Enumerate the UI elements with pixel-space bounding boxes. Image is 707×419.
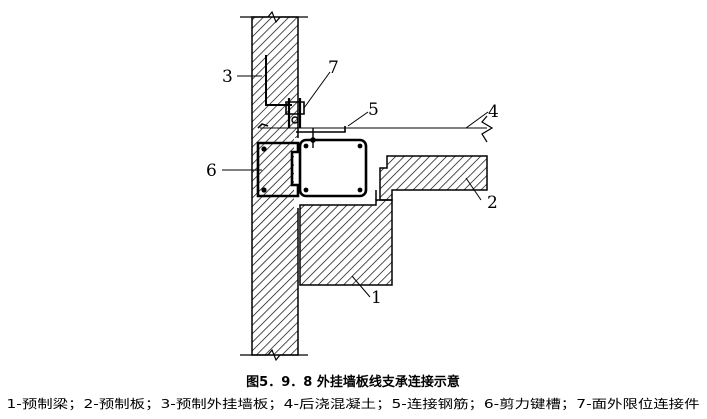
leader-lines (222, 71, 489, 298)
callout-3: 3 (222, 67, 233, 87)
callout-1: 1 (371, 288, 382, 308)
precast-slab (379, 155, 488, 201)
callout-2: 2 (487, 193, 498, 213)
precast-beam (299, 190, 393, 286)
callout-7: 7 (328, 58, 339, 78)
out-of-plane-connector (285, 98, 316, 148)
callout-4: 4 (488, 102, 499, 122)
figure-caption-title: 图5．9．8 外挂墙板线支承连接示意 (246, 374, 460, 390)
callout-6: 6 (206, 161, 217, 181)
figure-caption-legend: 1-预制梁；2-预制板；3-预制外挂墙板；4-后浇混凝土；5-连接钢筋；6-剪力… (7, 396, 700, 411)
callout-5: 5 (368, 100, 379, 120)
shear-key-groove (256, 141, 300, 198)
